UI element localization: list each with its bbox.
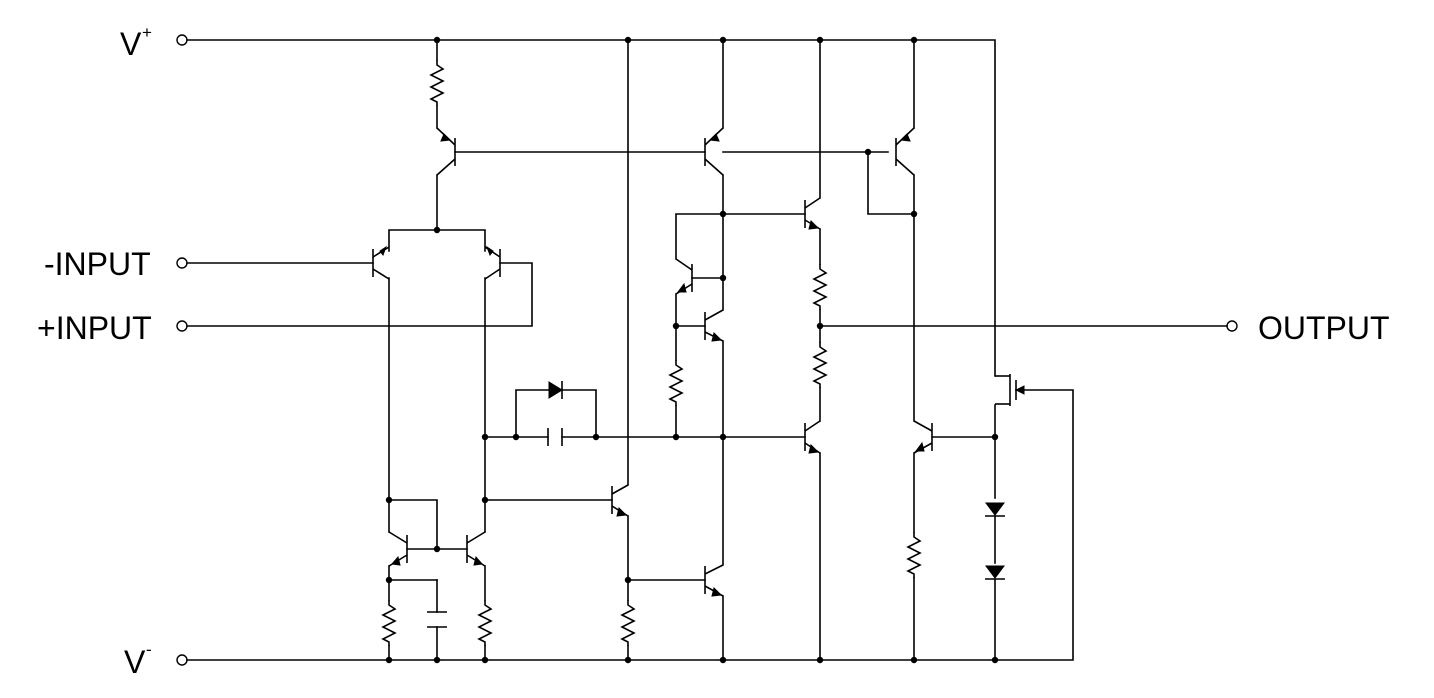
junction-dot bbox=[719, 433, 727, 441]
terminal-vminus: V - bbox=[124, 640, 188, 680]
resistor-vbe-multiplier bbox=[668, 360, 684, 406]
junction-dot bbox=[385, 656, 393, 664]
resistor-mirror-right bbox=[477, 600, 493, 646]
transistor-pnp-mirror-right bbox=[895, 127, 915, 176]
junction-dot bbox=[592, 433, 600, 441]
junction-dot bbox=[991, 433, 999, 441]
resistor-stage2-emitter bbox=[620, 600, 636, 646]
transistor-pnp-source bbox=[436, 127, 456, 176]
pinput-terminal-circle bbox=[176, 320, 188, 332]
transistor-pnp-mirror-center bbox=[704, 127, 724, 176]
wires bbox=[186, 39, 1228, 661]
transistor-input-left bbox=[372, 245, 390, 280]
transistor-bias-pnp bbox=[675, 258, 693, 295]
transistor-output-lower bbox=[804, 420, 821, 454]
junction-dots bbox=[385, 36, 999, 664]
resistor-current-source bbox=[429, 60, 445, 106]
junction-dot bbox=[624, 36, 632, 44]
resistor-mirror-left bbox=[381, 600, 397, 646]
output-terminal-circle bbox=[1226, 320, 1238, 332]
vplus-label: V bbox=[120, 26, 142, 62]
junction-dot bbox=[864, 148, 872, 156]
junction-dot bbox=[433, 36, 441, 44]
junction-dot bbox=[433, 656, 441, 664]
ninput-label: -INPUT bbox=[44, 246, 151, 282]
junction-dot bbox=[672, 322, 680, 330]
junction-dot bbox=[624, 576, 632, 584]
junction-dot bbox=[719, 36, 727, 44]
junction-dot bbox=[816, 322, 824, 330]
transistor-right-pnp bbox=[913, 420, 933, 454]
mirror-diode-link bbox=[388, 499, 438, 550]
transistor-gain-stage bbox=[704, 564, 724, 597]
capacitor-mirror bbox=[427, 611, 447, 628]
resistors bbox=[381, 60, 922, 646]
junction-dot bbox=[719, 656, 727, 664]
transistor-second-stage bbox=[611, 484, 629, 517]
junction-dot bbox=[385, 576, 393, 584]
junction-dot bbox=[816, 656, 824, 664]
vminus-label: V bbox=[124, 644, 146, 680]
junction-dot bbox=[481, 656, 489, 664]
junction-dot bbox=[512, 433, 520, 441]
transistor-fet-right bbox=[995, 374, 1025, 406]
wire bbox=[561, 389, 597, 438]
vminus-superscript: - bbox=[146, 640, 152, 659]
wire bbox=[675, 213, 724, 260]
capacitor-compensation bbox=[547, 428, 563, 446]
diode-compensation bbox=[548, 381, 563, 399]
junction-dot bbox=[385, 496, 393, 504]
junction-dot bbox=[910, 210, 918, 218]
resistor-output-upper bbox=[812, 264, 828, 310]
terminal-ninput: -INPUT bbox=[44, 246, 188, 282]
junction-dot bbox=[910, 656, 918, 664]
wire bbox=[867, 151, 915, 215]
terminal-pinput: +INPUT bbox=[37, 310, 188, 346]
diode-stack-upper bbox=[985, 502, 1005, 517]
junction-dot bbox=[433, 226, 441, 234]
junction-dot bbox=[719, 274, 727, 282]
junction-dot bbox=[672, 433, 680, 441]
junction-dot bbox=[991, 656, 999, 664]
terminal-vplus: V + bbox=[120, 23, 188, 62]
pinput-label: +INPUT bbox=[37, 310, 152, 346]
junction-dot bbox=[624, 656, 632, 664]
transistor-vbe-multiplier bbox=[704, 309, 724, 342]
wire bbox=[515, 389, 550, 438]
vminus-terminal-circle bbox=[176, 654, 188, 666]
junction-dot bbox=[816, 36, 824, 44]
transistor-input-right bbox=[484, 245, 501, 280]
pinput-lead bbox=[186, 262, 533, 327]
diodes bbox=[548, 381, 1005, 580]
vplus-superscript: + bbox=[142, 23, 152, 42]
transistor-mirror-left bbox=[388, 531, 408, 567]
junction-dot bbox=[719, 210, 727, 218]
junction-dot bbox=[481, 496, 489, 504]
transistor-output-upper bbox=[804, 197, 821, 230]
junction-dot bbox=[433, 545, 441, 553]
ninput-terminal-circle bbox=[176, 257, 188, 269]
vplus-rail bbox=[186, 39, 996, 377]
vplus-terminal-circle bbox=[176, 34, 188, 46]
transistors bbox=[372, 127, 1025, 597]
junction-dot bbox=[481, 433, 489, 441]
resistor-output-lower bbox=[812, 342, 828, 388]
terminal-output: OUTPUT bbox=[1226, 310, 1390, 346]
diode-stack-lower bbox=[985, 565, 1005, 580]
junction-dot bbox=[910, 36, 918, 44]
resistor-right-branch bbox=[906, 532, 922, 578]
output-label: OUTPUT bbox=[1258, 310, 1390, 346]
capacitors bbox=[427, 428, 563, 628]
transistor-mirror-right bbox=[466, 531, 486, 567]
